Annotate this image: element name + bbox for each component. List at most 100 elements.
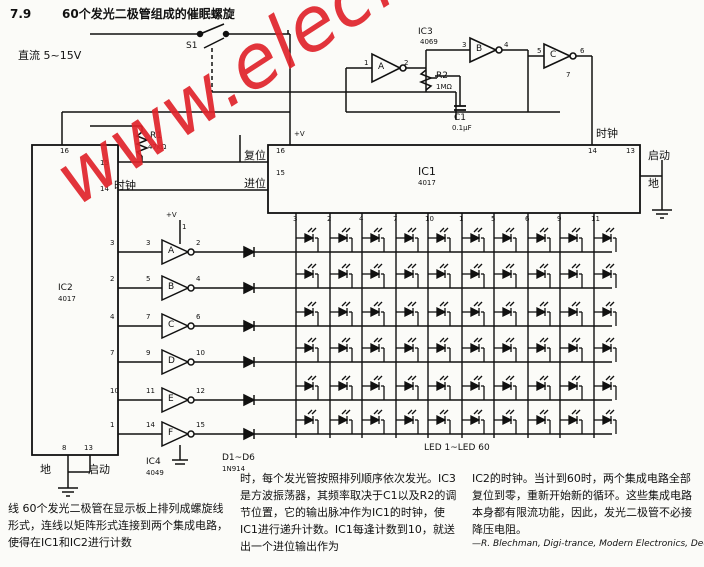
ic1-out-pin: 3: [293, 215, 298, 223]
inverter-row-3: [118, 312, 292, 340]
inverter-row-6: [118, 420, 292, 448]
led: [594, 263, 617, 288]
led: [528, 409, 551, 434]
ic4-in-pin: 5: [146, 275, 151, 283]
led: [428, 263, 451, 288]
ic1-pin-16: 16: [276, 147, 285, 155]
ic2-out-pin: 1: [110, 421, 115, 429]
switch-label: S1: [186, 41, 198, 51]
figure-number: 7.9: [10, 7, 32, 21]
ic1-part: 4017: [418, 179, 436, 187]
led: [494, 409, 517, 434]
ic4-out-pin: 6: [196, 313, 201, 321]
led: [396, 337, 419, 362]
led: [330, 301, 353, 326]
led: [528, 263, 551, 288]
ic2-ground-label: 地: [40, 463, 51, 476]
ic2-out-pin: 7: [110, 349, 115, 357]
ic2-part: 4017: [58, 295, 76, 303]
ic1-out-pin: 10: [425, 215, 434, 223]
ic3-pin-1: 1: [364, 59, 369, 67]
led: [594, 375, 617, 400]
ic4-pin-1: 1: [182, 223, 187, 231]
chip-ic1: [267, 144, 641, 214]
led: [494, 337, 517, 362]
led: [560, 409, 583, 434]
ic1-name: IC1: [418, 165, 436, 178]
led: [330, 263, 353, 288]
body-column-1: 线 60个发光二极管在显示板上排列成螺旋线形式，连线以矩阵形式连接到两个集成电路…: [8, 502, 228, 549]
ic1-pin-15: 15: [276, 169, 285, 177]
led: [594, 337, 617, 362]
ic3-gate-c: C: [550, 50, 557, 60]
led: [330, 337, 353, 362]
ic4-part: 4049: [146, 469, 164, 477]
ic4-name: IC4: [146, 457, 161, 467]
led: [428, 227, 451, 252]
ic1-out-pin: 6: [525, 215, 530, 223]
ic1-out-pin: 1: [459, 215, 464, 223]
led: [594, 409, 617, 434]
ic4-gate-b: B: [168, 282, 175, 292]
ic4-gate-d: D: [168, 356, 175, 366]
led: [296, 263, 319, 288]
credit-line: —R. Blechman, Digi-trance, Modern Electr…: [472, 539, 704, 549]
ic1-reset-label: 复位: [244, 149, 266, 162]
led: [462, 337, 485, 362]
r1-value: 47kΩ: [148, 143, 167, 151]
ic4-out-pin: 12: [196, 387, 205, 395]
ic4-gate-a: A: [168, 246, 175, 256]
led: [396, 375, 419, 400]
ic3-pin-6: 6: [580, 47, 585, 55]
ic2-clock-label: 时钟: [114, 179, 136, 192]
led: [594, 227, 617, 252]
ground-symbols: [58, 209, 672, 497]
led: [330, 227, 353, 252]
led: [428, 375, 451, 400]
led-range-label: LED 1~LED 60: [424, 443, 490, 453]
c1-value: 0.1μF: [452, 124, 472, 132]
led: [362, 409, 385, 434]
led: [296, 337, 319, 362]
ic4-in-pin: 9: [146, 349, 151, 357]
led: [462, 375, 485, 400]
led: [494, 227, 517, 252]
resistor-r2: [418, 69, 434, 91]
ic2-pin-15: 15: [100, 159, 109, 167]
inverter-row-1: [118, 238, 292, 266]
led: [494, 301, 517, 326]
ic4-in-pin: 3: [146, 239, 151, 247]
ic1-out-pin: 4: [359, 215, 364, 223]
ic3-gate-b: B: [476, 44, 483, 54]
led: [396, 409, 419, 434]
chip-ic2: [31, 144, 119, 456]
led: [528, 301, 551, 326]
capacitor-c1: [454, 105, 466, 111]
ic4-out-pin: 2: [196, 239, 201, 247]
led: [494, 375, 517, 400]
ic3-part: 4069: [420, 38, 438, 46]
led: [296, 409, 319, 434]
led: [560, 375, 583, 400]
figure-title: 60个发光二极管组成的催眠螺旋: [62, 7, 235, 21]
diode-range: D1~D6: [222, 453, 255, 463]
ic1-ground-label: 地: [648, 177, 659, 190]
power-label: 直流 5~15V: [18, 49, 82, 62]
ic3-gates: [371, 36, 577, 84]
inverter-row-2: [118, 274, 292, 302]
ic2-out-pin: 10: [110, 387, 119, 395]
ic2-pin-13: 13: [84, 444, 93, 452]
ic1-out-pin: 11: [591, 215, 600, 223]
ic1-out-pin: 7: [393, 215, 398, 223]
ic1-vplus: +V: [294, 130, 305, 138]
ic1-pin-13: 13: [626, 147, 635, 155]
ic2-out-pin: 3: [110, 239, 115, 247]
inverter-row-5: [118, 386, 292, 414]
led: [528, 227, 551, 252]
led: [462, 263, 485, 288]
ic1-pin-14: 14: [588, 147, 597, 155]
ic4-out-pin: 4: [196, 275, 201, 283]
diode-part: 1N914: [222, 465, 246, 473]
